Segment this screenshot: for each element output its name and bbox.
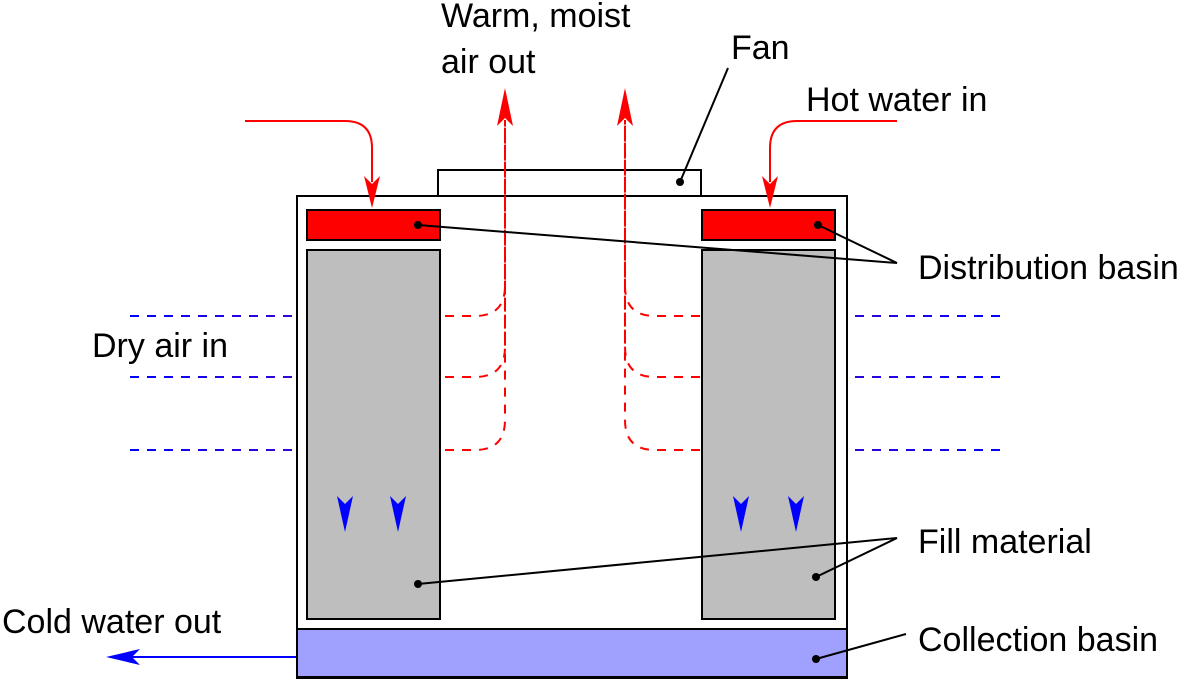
label-collection-basin: Collection basin [918,621,1158,659]
moist-air-path-right-3 [624,120,700,451]
leader-fill-left [417,537,898,585]
fill-material-right [701,249,836,620]
leader-fan [679,67,729,183]
moist-air-paths [445,120,700,451]
leader-dot-distribution-right [814,221,822,229]
water-arrow-2 [390,265,406,532]
hot-water-inlet-left [245,120,380,208]
water-arrow-1 [337,265,353,532]
leader-lines [414,67,907,663]
exhaust-arrowhead-left [497,88,513,126]
fill-material-left [306,249,441,620]
cold-water-outlet-arrow [106,649,296,665]
label-dry-air-in: Dry air in [92,327,228,365]
leader-distribution-left [417,224,898,264]
exhaust-arrowhead-right [617,88,633,126]
moist-air-path-left-1 [445,120,506,317]
moist-air-path-left-2 [445,120,506,378]
leader-dot-distribution-left [414,221,422,229]
leader-dot-collection [812,655,820,663]
moist-air-path-left-3 [445,120,506,451]
hot-water-inlet-right [762,120,897,208]
moist-air-path-right-2 [624,120,700,378]
leader-dot-fill-left [414,580,422,588]
leader-fill-right [815,537,898,578]
label-warm-air-out-line1: Warm, moist [441,0,631,35]
water-arrow-4 [788,265,804,532]
label-cold-water-out: Cold water out [2,603,222,641]
leader-collection [815,633,907,660]
label-distribution-basin: Distribution basin [918,249,1179,287]
leader-distribution-right [817,224,898,264]
distribution-basin-right [701,209,836,241]
label-fan: Fan [731,29,790,67]
label-fill-material: Fill material [918,523,1092,561]
leader-dot-fill-right [812,573,820,581]
water-flow-arrows [337,265,804,532]
fan-housing [437,169,702,197]
label-hot-water-in: Hot water in [806,81,987,119]
label-warm-air-out-line2: air out [441,43,536,81]
collection-basin [296,628,848,678]
water-arrow-3 [733,265,749,532]
leader-dot-fan [676,178,684,186]
